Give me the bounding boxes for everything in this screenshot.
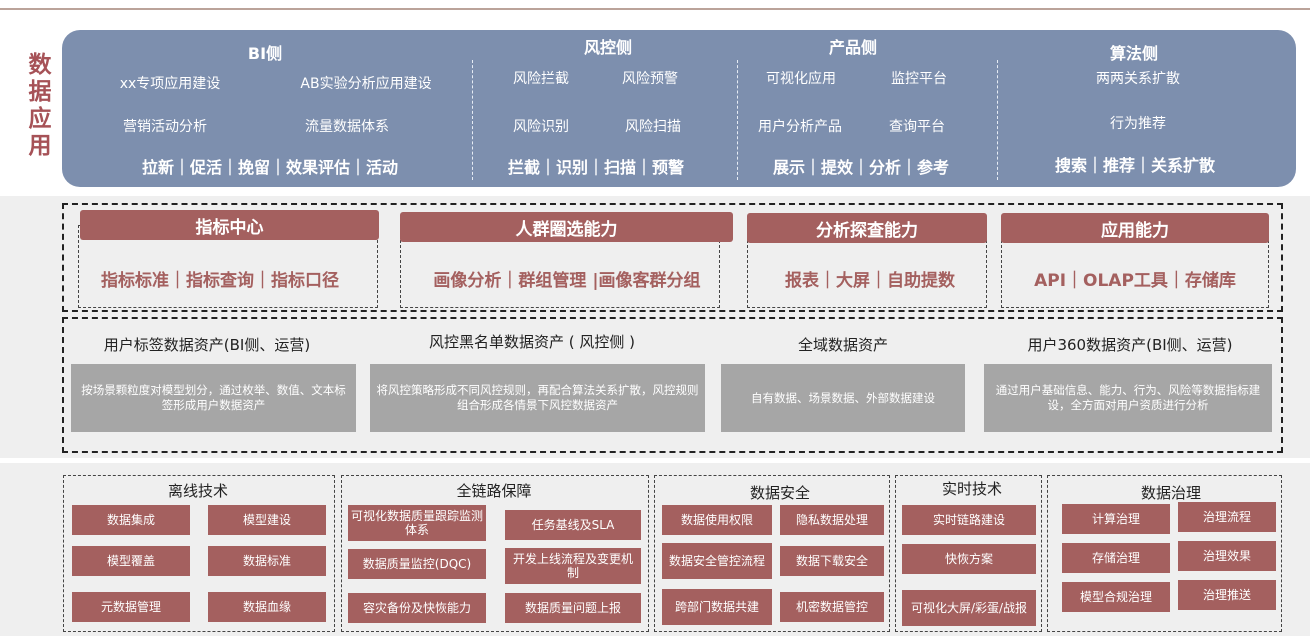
bi-item: AB实验分析应用建设	[300, 76, 432, 92]
infra-item: 可视化大屏/彩蛋/战报	[902, 590, 1036, 626]
infra-item: 数据安全管控流程	[662, 543, 772, 579]
infra-title: 离线技术	[167, 482, 229, 500]
infra-item: 数据血缘	[208, 592, 326, 622]
risk-item: 风险识别	[513, 119, 569, 135]
service-text: 指标标准｜指标查询｜指标口径	[101, 271, 339, 291]
bi-item: 营销活动分析	[123, 119, 207, 135]
infra-item: 可视化数据质量跟踪监测体系	[348, 505, 486, 541]
service-header-metrics: 指标中心	[80, 210, 379, 240]
infra-item: 计算治理	[1062, 504, 1170, 534]
service-header-analysis: 分析探查能力	[747, 213, 987, 243]
product-title: 产品侧	[828, 38, 878, 57]
algo-title: 算法侧	[1109, 44, 1159, 63]
risk-tags: 拦截｜识别｜扫描｜预警	[507, 158, 685, 177]
infra-item: 数据下载安全	[780, 546, 884, 576]
service-text: 画像分析｜群组管理 |画像客群分组	[433, 271, 701, 291]
infra-item: 元数据管理	[72, 592, 190, 622]
infra-item: 实时链路建设	[902, 505, 1036, 535]
bi-item: xx专项应用建设	[119, 76, 221, 92]
product-item: 监控平台	[891, 71, 947, 87]
infra-item: 治理效果	[1178, 541, 1276, 571]
infra-title: 数据治理	[1140, 484, 1202, 502]
product-item: 查询平台	[889, 119, 945, 135]
infra-item: 容灾备份及快恢能力	[348, 593, 486, 623]
divider	[737, 60, 738, 180]
infra-item: 隐私数据处理	[780, 505, 884, 535]
bi-item: 流量数据体系	[305, 119, 389, 135]
asset-desc: 将风控策略形成不同风控规则，再配合算法关系扩散，风控规则组合形成各情景下风控数据…	[370, 364, 705, 432]
asset-desc: 按场景颗粒度对模型划分，通过枚举、数值、文本标签形成用户数据资产	[71, 364, 356, 432]
service-text: 报表｜大屏｜自助提数	[785, 271, 955, 291]
infra-item: 数据质量监控(DQC)	[348, 549, 486, 579]
risk-item: 风险预警	[622, 71, 678, 87]
infra-item: 跨部门数据共建	[662, 589, 772, 625]
infra-frame-realtime	[895, 475, 1042, 632]
infra-item: 机密数据管控	[780, 592, 884, 622]
product-item: 用户分析产品	[758, 119, 842, 135]
asset-frame	[62, 317, 1283, 453]
infra-item: 模型覆盖	[72, 546, 190, 576]
divider	[472, 60, 473, 180]
asset-title: 用户标签数据资产(BI侧、运营)	[103, 336, 311, 354]
top-divider	[0, 8, 1310, 10]
infra-title: 实时技术	[941, 480, 1003, 498]
infra-item: 数据集成	[72, 505, 190, 535]
asset-desc: 自有数据、场景数据、外部数据建设	[721, 364, 965, 432]
algo-item: 两两关系扩散	[1096, 71, 1180, 87]
service-header-app: 应用能力	[1001, 213, 1269, 243]
infra-item: 快恢方案	[902, 544, 1036, 574]
asset-title: 用户360数据资产(BI侧、运营)	[1027, 336, 1233, 354]
service-header-crowd: 人群圈选能力	[400, 212, 733, 242]
algo-tags: 搜索｜推荐｜关系扩散	[1054, 156, 1216, 175]
divider	[997, 60, 998, 180]
risk-item: 风险拦截	[513, 71, 569, 87]
service-frame	[62, 203, 1283, 312]
product-tags: 展示｜提效｜分析｜参考	[772, 158, 950, 177]
infra-item: 数据使用权限	[662, 505, 772, 535]
service-text: API｜OLAP工具｜存储库	[1034, 271, 1236, 291]
product-item: 可视化应用	[766, 71, 836, 87]
risk-item: 风险扫描	[625, 119, 681, 135]
infra-frame-offline	[63, 475, 335, 632]
application-band	[62, 30, 1296, 187]
infra-item: 任务基线及SLA	[505, 510, 641, 540]
infra-item: 治理推送	[1178, 580, 1276, 610]
infra-item: 开发上线流程及变更机制	[505, 548, 641, 584]
risk-title: 风控侧	[583, 38, 633, 57]
infra-item: 模型合规治理	[1062, 582, 1170, 612]
infra-item: 数据质量问题上报	[505, 593, 641, 623]
infra-item: 模型建设	[208, 505, 326, 535]
algo-item: 行为推荐	[1110, 116, 1166, 132]
infra-frame-governance	[1047, 475, 1282, 632]
infra-item: 存储治理	[1062, 543, 1170, 573]
bi-title: BI侧	[247, 44, 283, 63]
infra-frame-security	[654, 475, 890, 632]
layer-label-application: 数据应用	[28, 52, 52, 159]
infra-item: 数据标准	[208, 546, 326, 576]
infra-item: 治理流程	[1178, 502, 1276, 532]
infra-title: 数据安全	[749, 484, 811, 502]
infra-frame-fulllink	[341, 475, 649, 632]
bi-tags: 拉新｜促活｜挽留｜效果评估｜活动	[141, 158, 399, 177]
asset-title: 全域数据资产	[797, 336, 889, 354]
asset-title: 风控黑名单数据资产 ( 风控侧 )	[428, 333, 636, 351]
infra-title: 全链路保障	[456, 482, 532, 500]
asset-desc: 通过用户基础信息、能力、行为、风险等数据指标建设，全方面对用户资质进行分析	[984, 364, 1272, 432]
